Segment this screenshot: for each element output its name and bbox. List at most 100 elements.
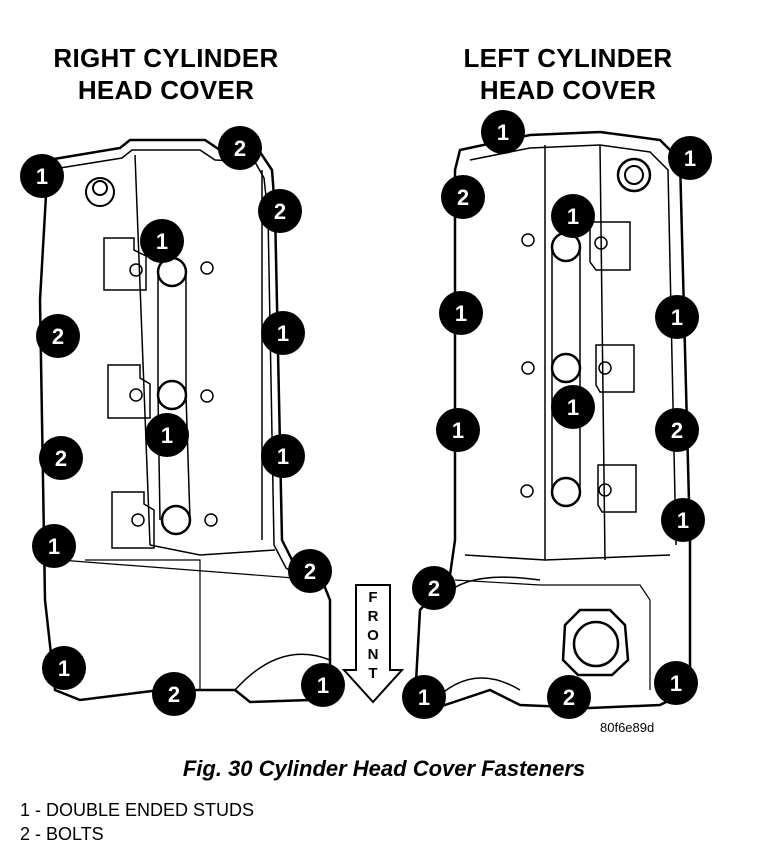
callout-circle	[152, 672, 196, 716]
callout-circle	[20, 154, 64, 198]
callout-number: 1	[156, 229, 168, 254]
callout-marker: 2	[258, 189, 302, 233]
callout-marker: 1	[661, 498, 705, 542]
callout-marker: 1	[439, 291, 483, 335]
callout-marker: 1	[551, 385, 595, 429]
callout-marker: 1	[32, 524, 76, 568]
callout-number: 2	[274, 199, 286, 224]
callout-circle	[547, 675, 591, 719]
callout-number: 1	[58, 656, 70, 681]
callout-circle	[39, 436, 83, 480]
callout-number: 1	[677, 508, 689, 533]
callout-circle	[288, 549, 332, 593]
front-letter: O	[367, 627, 379, 644]
callout-marker: 2	[412, 566, 456, 610]
front-letter: T	[368, 665, 377, 682]
callout-circle	[661, 498, 705, 542]
callout-number: 1	[497, 120, 509, 145]
callouts-right: 1 2 2 1 2 1 2 1 1 1 2 1 2 1	[20, 126, 345, 716]
callout-marker: 2	[218, 126, 262, 170]
callout-circle	[551, 194, 595, 238]
callout-marker: 1	[402, 675, 446, 719]
callout-number: 1	[670, 671, 682, 696]
callout-number: 1	[684, 146, 696, 171]
legend-item-studs: 1 - DOUBLE ENDED STUDS	[20, 800, 255, 820]
callout-marker: 1	[140, 219, 184, 263]
callout-marker: 2	[152, 672, 196, 716]
title-line: RIGHT CYLINDER	[53, 43, 279, 73]
callout-circle	[654, 661, 698, 705]
callout-circle	[551, 385, 595, 429]
callout-marker: 1	[655, 295, 699, 339]
callout-marker: 1	[654, 661, 698, 705]
title-line: HEAD COVER	[479, 75, 657, 105]
callout-circle	[668, 136, 712, 180]
callout-number: 1	[277, 321, 289, 346]
callout-number: 1	[455, 301, 467, 326]
callout-number: 2	[671, 418, 683, 443]
callout-circle	[145, 413, 189, 457]
callout-marker: 1	[436, 408, 480, 452]
callout-circle	[439, 291, 483, 335]
callout-marker: 2	[39, 436, 83, 480]
callout-circle	[402, 675, 446, 719]
left-cover-title: LEFT CYLINDER HEAD COVER	[418, 42, 718, 106]
callout-number: 2	[234, 136, 246, 161]
callout-number: 2	[55, 446, 67, 471]
callout-circle	[441, 175, 485, 219]
callout-number: 1	[48, 534, 60, 559]
callout-marker: 1	[261, 311, 305, 355]
callout-marker: 2	[547, 675, 591, 719]
callout-number: 2	[457, 185, 469, 210]
callout-marker: 1	[668, 136, 712, 180]
callout-number: 2	[428, 576, 440, 601]
callout-circle	[261, 311, 305, 355]
front-letter: F	[368, 589, 377, 606]
callout-marker: 1	[551, 194, 595, 238]
callout-number: 2	[304, 559, 316, 584]
callout-number: 2	[563, 685, 575, 710]
callout-number: 2	[52, 324, 64, 349]
front-letter: N	[368, 646, 379, 663]
callout-marker: 2	[441, 175, 485, 219]
callout-marker: 1	[481, 110, 525, 154]
title-line: LEFT CYLINDER	[463, 43, 673, 73]
callout-marker: 1	[42, 646, 86, 690]
callout-number: 1	[671, 305, 683, 330]
front-letter: R	[368, 608, 379, 625]
callout-circle	[412, 566, 456, 610]
callout-number: 1	[567, 395, 579, 420]
legend-item-bolts: 2 - BOLTS	[20, 824, 104, 844]
callout-number: 1	[418, 685, 430, 710]
callout-marker: 1	[145, 413, 189, 457]
callout-number: 1	[36, 164, 48, 189]
image-code: 80f6e89d	[600, 720, 655, 735]
callout-circle	[140, 219, 184, 263]
callout-circle	[301, 663, 345, 707]
callout-circle	[36, 314, 80, 358]
callout-circle	[32, 524, 76, 568]
callout-number: 1	[317, 673, 329, 698]
callout-circle	[436, 408, 480, 452]
title-line: HEAD COVER	[77, 75, 255, 105]
callout-circle	[261, 434, 305, 478]
callout-number: 1	[277, 444, 289, 469]
callout-marker: 2	[655, 408, 699, 452]
callout-marker: 1	[261, 434, 305, 478]
callout-marker: 2	[36, 314, 80, 358]
callout-number: 1	[452, 418, 464, 443]
callout-circle	[42, 646, 86, 690]
callout-marker: 1	[301, 663, 345, 707]
callout-number: 1	[567, 204, 579, 229]
front-arrow: F R O N T	[341, 584, 405, 704]
callout-circle	[258, 189, 302, 233]
figure-caption: Fig. 30 Cylinder Head Cover Fasteners	[182, 756, 586, 781]
callout-circle	[481, 110, 525, 154]
callout-circle	[655, 408, 699, 452]
callout-circle	[218, 126, 262, 170]
callout-number: 2	[168, 682, 180, 707]
callouts-left: 1 1 2 1 1 1 1 1 2 1 2 1 2 1	[402, 110, 712, 719]
right-cover-title: RIGHT CYLINDER HEAD COVER	[16, 42, 316, 106]
callout-marker: 1	[20, 154, 64, 198]
